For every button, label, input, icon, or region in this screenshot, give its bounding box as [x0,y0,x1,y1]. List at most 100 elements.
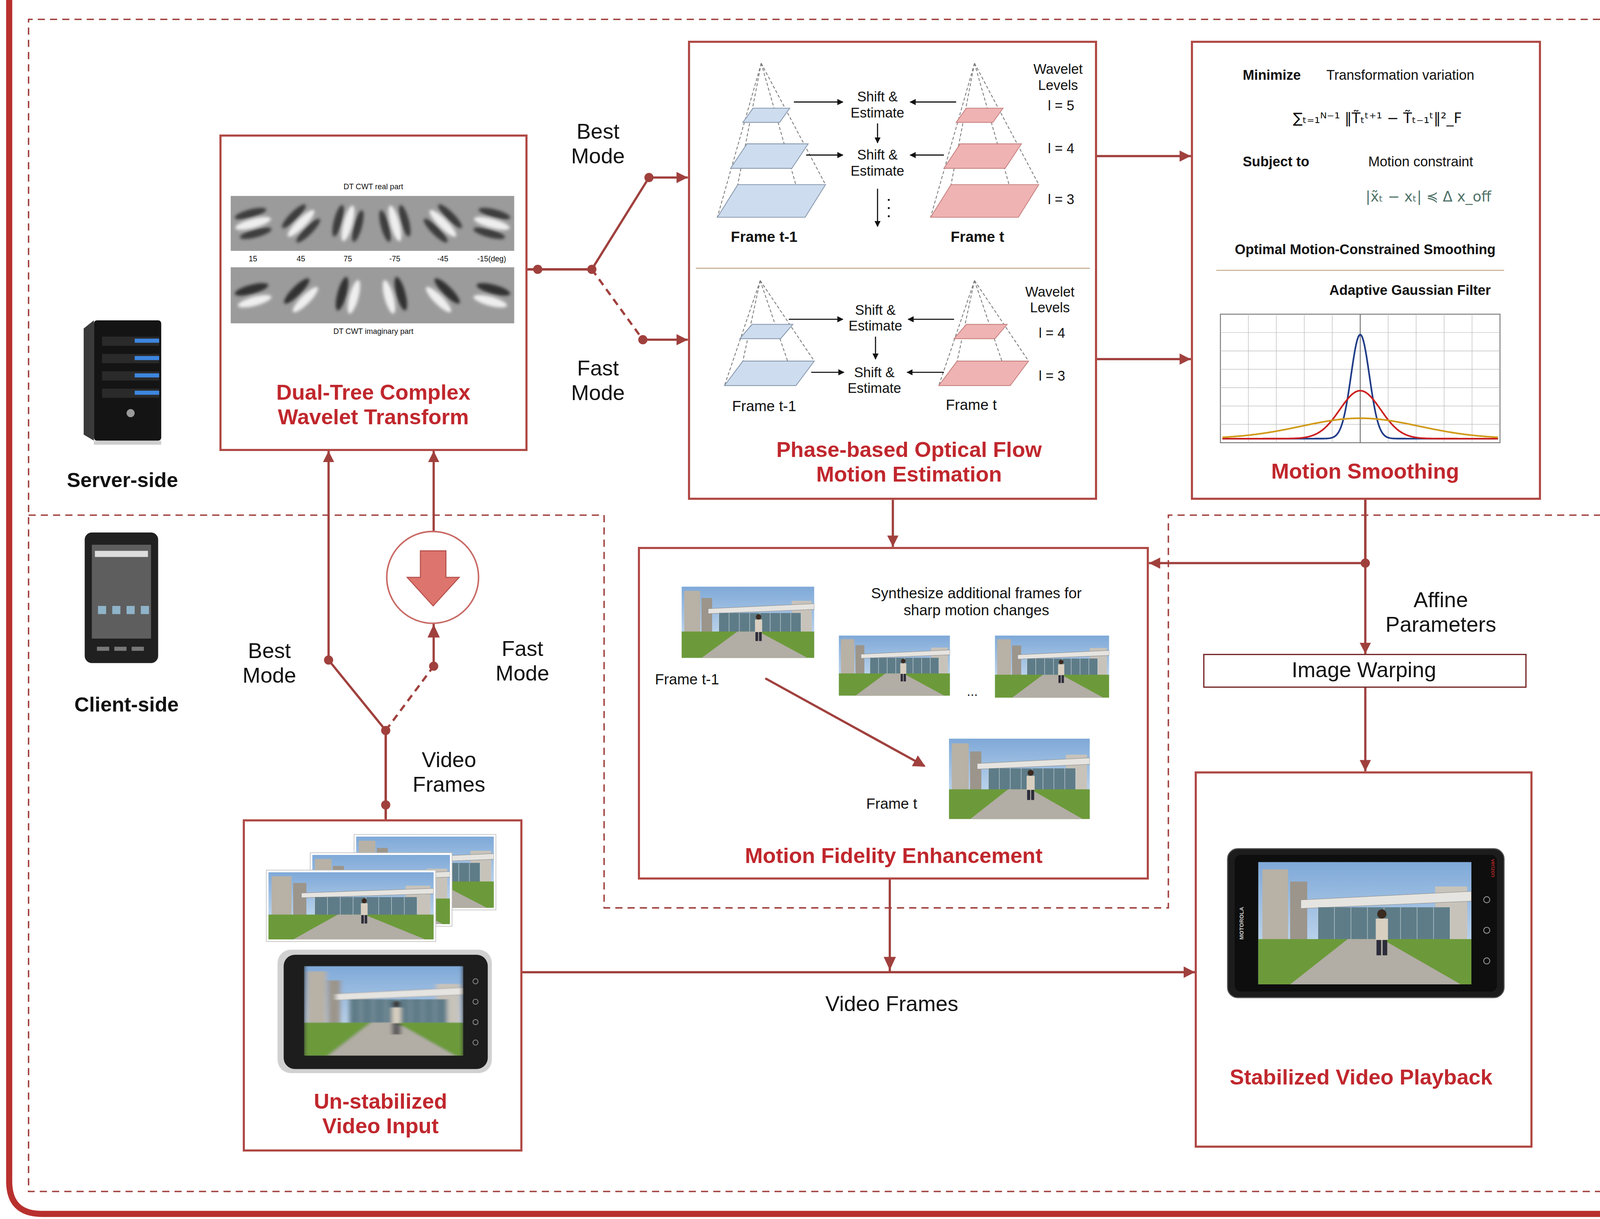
path-shape [1222,334,1498,439]
rect-shape [364,915,368,924]
rect-shape [1061,675,1064,683]
description: Motion constraint [1368,154,1474,170]
rect-shape [988,768,1076,791]
line-shape [739,613,740,633]
line-shape [728,613,730,633]
line-shape [790,613,792,633]
polygon-shape [717,184,826,218]
line-shape [1097,658,1098,676]
g-shape [231,204,275,242]
circle-shape [386,531,479,624]
process-box: Image Warping [1203,654,1527,688]
brand-mark: verizon [1489,859,1497,878]
keyword: Subject to [1242,154,1310,170]
connector-segment [592,177,650,270]
rect-shape [112,606,121,615]
motion-estimation-box: Shift & EstimateShift & EstimateWavelet … [687,40,1098,500]
circle-shape [1027,769,1034,776]
rect-shape [84,532,159,664]
junction-dot [429,661,439,671]
wavelet-pyramid [717,63,826,218]
ellipsis: ... [966,684,978,700]
continuation-dot [887,207,890,210]
box-title: Motion Fidelity Enhancement [744,843,1043,869]
rect-shape [134,338,160,343]
line-shape [878,657,879,674]
level-label: l = 3 [1047,191,1075,208]
connector-segment [328,660,386,731]
panel-arrow [910,154,944,156]
polygon-shape [724,361,815,386]
polygon-shape [976,757,1090,770]
rect-shape [101,353,160,364]
rect-shape [101,336,160,346]
polygon-shape [970,789,1083,820]
line-shape [434,999,436,1024]
connector-segment [327,451,330,661]
rect-shape [1317,907,1451,941]
polygon-shape [336,988,464,1001]
connector-segment [648,176,688,179]
flow-label: Video Frames [822,990,961,1018]
rect-shape [96,646,110,652]
angle-label: 75 [343,254,353,264]
line-shape [447,999,448,1024]
keyword: Minimize [1242,67,1301,84]
server-icon [83,320,162,445]
line-shape [957,280,975,362]
path-shape [1222,390,1498,439]
polygon-shape [930,184,1039,218]
line-shape [1449,907,1451,941]
path-shape [1222,418,1498,438]
line-shape [1367,907,1368,941]
panel-arrow [788,318,843,320]
rect-shape [900,673,903,682]
line-shape [1387,314,1389,443]
phone-button [1483,927,1490,934]
rect-shape [681,631,815,658]
line-shape [458,863,459,883]
polygon-shape [1017,650,1109,660]
line-shape [1075,768,1076,791]
line-shape [1332,314,1333,443]
level-label: l = 4 [1047,140,1075,157]
brand-mark: MOTOROLA [1238,906,1245,940]
line-shape [404,897,405,916]
box-label: Image Warping [1291,657,1437,683]
path-shape [83,320,94,441]
formula: ∑ₜ₌₁ᴺ⁻¹ ‖T̃ₜᵗ⁺¹ − T̃ₜ₋₁ᵗ‖²_F [1293,109,1463,127]
flow-label: Affine Parameters [1372,586,1511,638]
polygon-shape [730,143,809,169]
angle-label: -15(deg) [477,254,507,264]
photo [1258,862,1472,986]
subheading: Adaptive Gaussian Filter [1329,282,1491,299]
line-shape [1400,907,1401,941]
line-shape [912,657,914,674]
connector [1097,155,1191,157]
ellipse-shape [472,224,506,242]
line-shape [1010,768,1011,791]
mode-label: Fast Mode [559,355,637,407]
rect-shape [293,883,307,917]
polygon-shape [301,888,434,899]
line-shape [1359,314,1361,443]
photo [948,738,1090,820]
rect-shape [134,373,160,378]
rect-shape [1058,664,1065,676]
polygon-shape [855,673,945,696]
rect-shape [718,613,802,633]
frame-label: Frame t-1 [654,670,719,688]
g-shape [303,966,464,1057]
ellipse-shape [376,209,393,243]
connector [892,499,893,548]
g-shape [470,204,514,242]
g-shape [277,200,325,247]
rect-shape [91,544,151,639]
angle-label: -75 [389,254,401,264]
rect-shape [870,657,939,674]
wavelet-pyramid [938,280,1029,386]
panel-separator [696,267,1090,269]
box-title: Dual-Tree Complex Wavelet Transform [230,380,517,430]
connector [883,879,1195,973]
